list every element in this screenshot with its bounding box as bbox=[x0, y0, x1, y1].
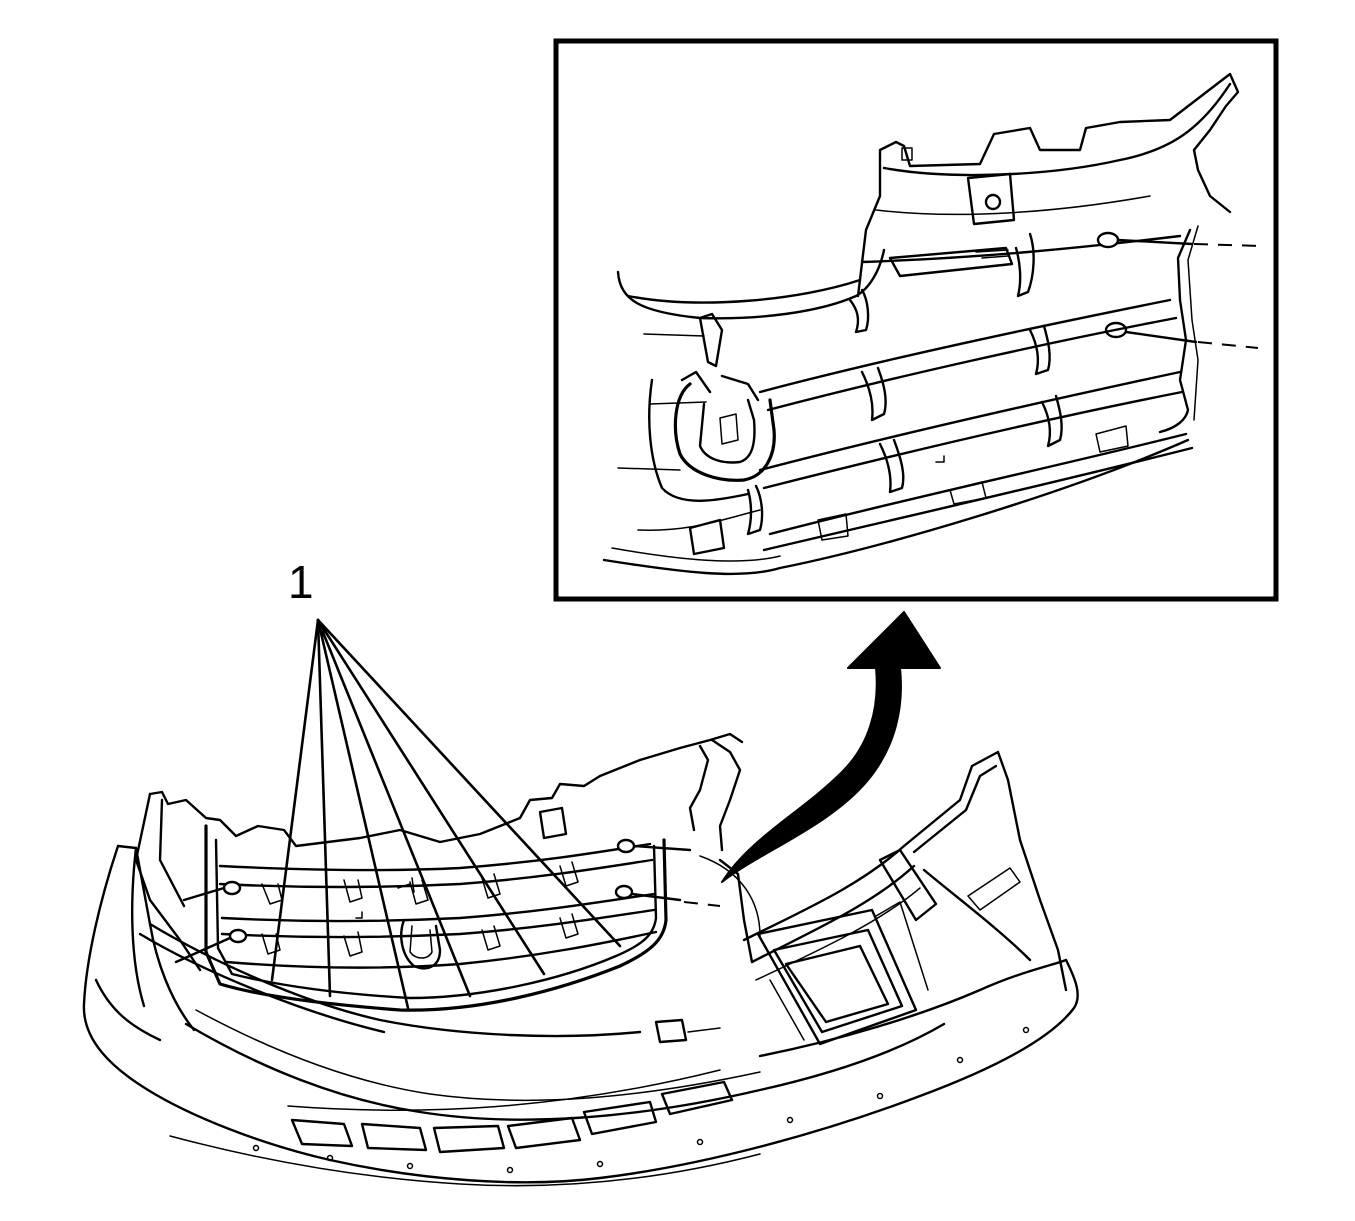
callout-1: 1 bbox=[270, 556, 622, 1010]
detail-inset bbox=[553, 38, 1279, 602]
fog-lamp-opening bbox=[756, 901, 929, 1046]
lower-grille bbox=[287, 1069, 734, 1154]
pushpin-retainer-icon bbox=[174, 928, 248, 964]
detail-inset-frame bbox=[553, 38, 1279, 602]
pushpin-retainer-icon bbox=[1096, 231, 1263, 249]
pushpin-retainer-icon bbox=[616, 838, 692, 854]
pushpin-retainer-icon bbox=[182, 880, 242, 902]
callout-leader-lines bbox=[270, 618, 622, 1010]
bumper-fascia bbox=[82, 750, 1079, 1187]
callout-label: 1 bbox=[288, 556, 314, 608]
pushpin-retainer-icon bbox=[614, 884, 721, 907]
curved-arrow-icon bbox=[721, 611, 941, 883]
grille-bracket bbox=[134, 732, 744, 1012]
